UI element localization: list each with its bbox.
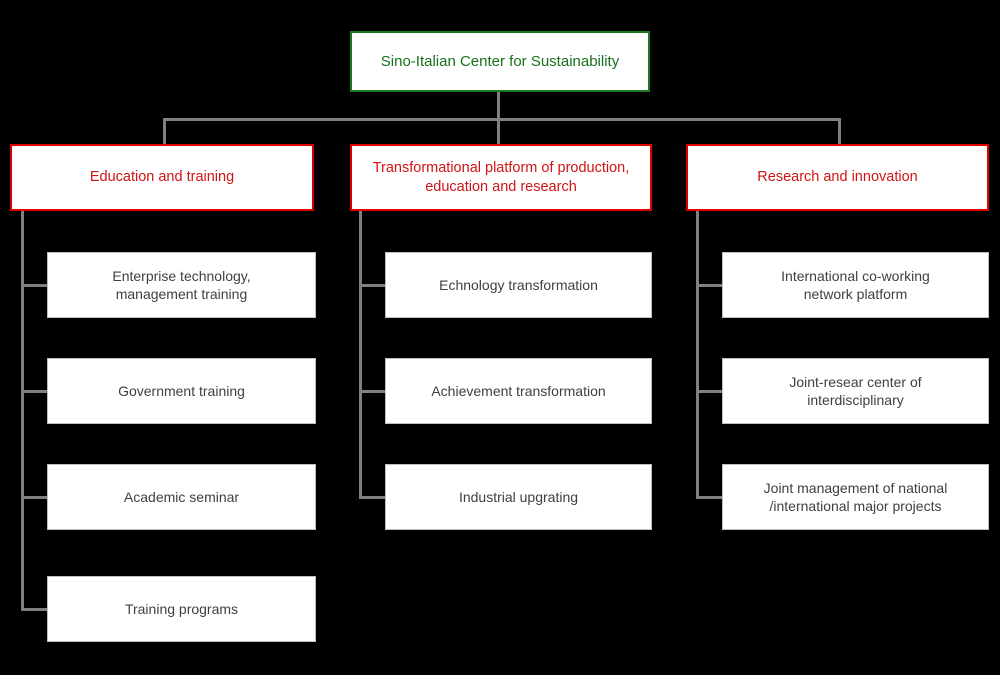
node-leaf-international-co-working-network-platform[interactable]: International co-working network platfor… bbox=[722, 252, 989, 318]
connector-stub-1-2 bbox=[21, 390, 48, 393]
connector-drop-division-1 bbox=[163, 118, 166, 144]
node-leaf-3-1-label: International co-working network platfor… bbox=[781, 267, 930, 302]
node-division-transformational-platform[interactable]: Transformational platform of production,… bbox=[350, 144, 652, 211]
node-leaf-2-3-label: Industrial upgrating bbox=[458, 488, 579, 505]
connector-stub-3-2 bbox=[696, 390, 723, 393]
node-division-1-label: Education and training bbox=[89, 169, 235, 186]
node-leaf-3-3-label: Joint management of national /internatio… bbox=[763, 479, 948, 514]
node-leaf-1-1-label: Enterprise technology, management traini… bbox=[112, 267, 251, 302]
connector-drop-division-2 bbox=[497, 118, 500, 144]
node-root[interactable]: Sino-Italian Center for Sustainability bbox=[350, 31, 650, 92]
connector-stub-2-1 bbox=[359, 284, 386, 287]
connector-stub-3-3 bbox=[696, 496, 723, 499]
connector-root-stem bbox=[497, 92, 500, 121]
node-leaf-1-4-label: Training programs bbox=[124, 600, 239, 617]
node-division-research-and-innovation[interactable]: Research and innovation bbox=[686, 144, 989, 211]
node-division-3-label: Research and innovation bbox=[757, 169, 918, 186]
node-leaf-academic-seminar[interactable]: Academic seminar bbox=[47, 464, 316, 530]
connector-stub-1-1 bbox=[21, 284, 48, 287]
node-leaf-3-2-label: Joint-resear center of interdisciplinary bbox=[789, 373, 922, 408]
node-leaf-enterprise-technology-management-training[interactable]: Enterprise technology, management traini… bbox=[47, 252, 316, 318]
node-division-education-and-training[interactable]: Education and training bbox=[10, 144, 314, 211]
connector-spine-column-2 bbox=[359, 210, 362, 498]
node-leaf-2-2-label: Achievement transformation bbox=[431, 382, 606, 399]
node-leaf-government-training[interactable]: Government training bbox=[47, 358, 316, 424]
node-leaf-joint-management-of-major-projects[interactable]: Joint management of national /internatio… bbox=[722, 464, 989, 530]
node-leaf-echnology-transformation[interactable]: Echnology transformation bbox=[385, 252, 652, 318]
node-leaf-1-3-label: Academic seminar bbox=[123, 488, 240, 505]
connector-spine-column-3 bbox=[696, 210, 699, 498]
connector-stub-2-3 bbox=[359, 496, 386, 499]
connector-stub-3-1 bbox=[696, 284, 723, 287]
connector-spine-column-1 bbox=[21, 210, 24, 610]
connector-drop-division-3 bbox=[838, 118, 841, 144]
node-leaf-training-programs[interactable]: Training programs bbox=[47, 576, 316, 642]
connector-horizontal-bus bbox=[163, 118, 841, 121]
connector-stub-1-4 bbox=[21, 608, 48, 611]
node-leaf-achievement-transformation[interactable]: Achievement transformation bbox=[385, 358, 652, 424]
connector-stub-1-3 bbox=[21, 496, 48, 499]
node-leaf-2-1-label: Echnology transformation bbox=[439, 276, 598, 293]
node-leaf-industrial-upgrating[interactable]: Industrial upgrating bbox=[385, 464, 652, 530]
node-leaf-1-2-label: Government training bbox=[118, 382, 245, 399]
node-division-2-label: Transformational platform of production,… bbox=[372, 159, 630, 195]
node-root-label: Sino-Italian Center for Sustainability bbox=[380, 52, 620, 70]
connector-stub-2-2 bbox=[359, 390, 386, 393]
node-leaf-joint-resear-center-of-interdisciplinary[interactable]: Joint-resear center of interdisciplinary bbox=[722, 358, 989, 424]
